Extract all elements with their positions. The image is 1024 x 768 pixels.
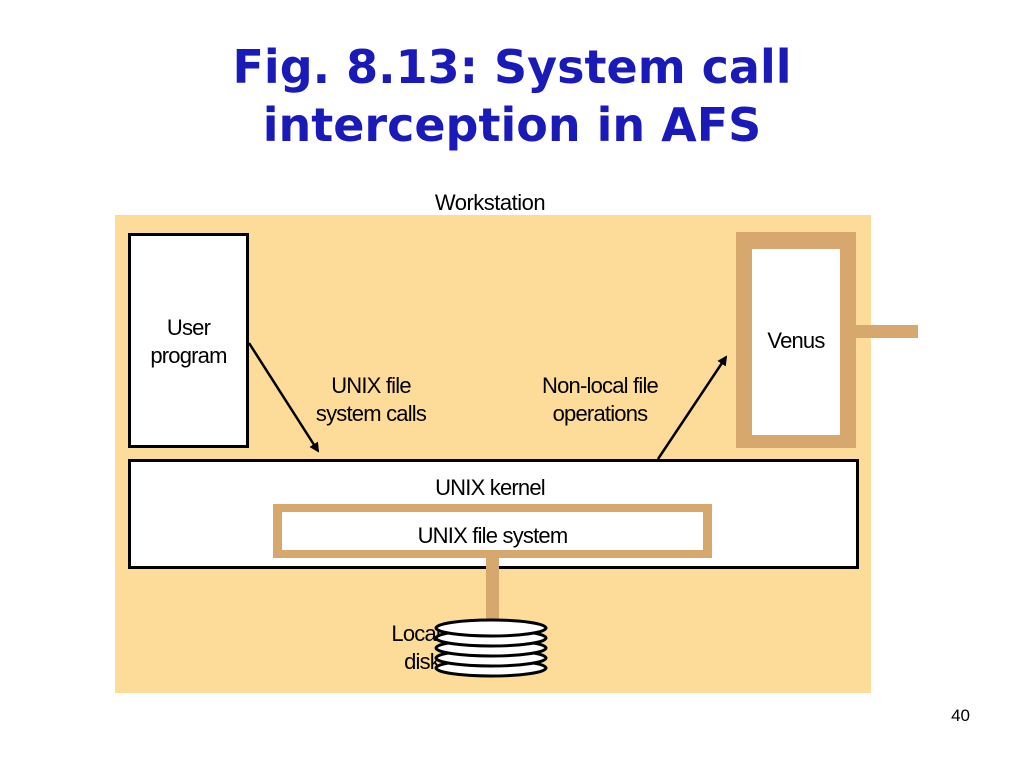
unix-file-system-box [282, 512, 703, 550]
user-program-label: User program [130, 314, 247, 370]
nonlocal-label-line-2: operations [552, 401, 649, 426]
user-program-label-line-2: program [150, 343, 227, 368]
local-disk-label-line-2: disk [404, 649, 441, 674]
nonlocal-label-line-1: Non-local file [542, 373, 659, 398]
unix-kernel-label: UNIX kernel [435, 475, 546, 500]
disk-connector [486, 558, 499, 626]
title-line-2: interception in AFS [262, 98, 762, 152]
local-disk-label: Local disk [350, 620, 440, 676]
venus-box [752, 249, 840, 435]
syscalls-label-line-1: UNIX file [331, 373, 411, 398]
title-line-1: Fig. 8.13: System call [232, 40, 792, 94]
user-program-label-line-1: User [166, 315, 211, 340]
syscalls-label: UNIX file system calls [286, 372, 456, 428]
page-number: 40 [951, 706, 970, 725]
nonlocal-label: Non-local file operations [510, 372, 690, 428]
slide-title: Fig. 8.13: System call interception in A… [0, 38, 1024, 154]
venus-label: Venus [767, 328, 825, 353]
local-disk-label-line-1: Local [391, 621, 440, 646]
syscalls-label-line-2: system calls [315, 401, 427, 426]
unix-file-system-label: UNIX file system [417, 523, 569, 548]
workstation-label: Workstation [434, 190, 546, 215]
venus-network-connector [856, 325, 918, 338]
user-program-box [128, 233, 249, 448]
